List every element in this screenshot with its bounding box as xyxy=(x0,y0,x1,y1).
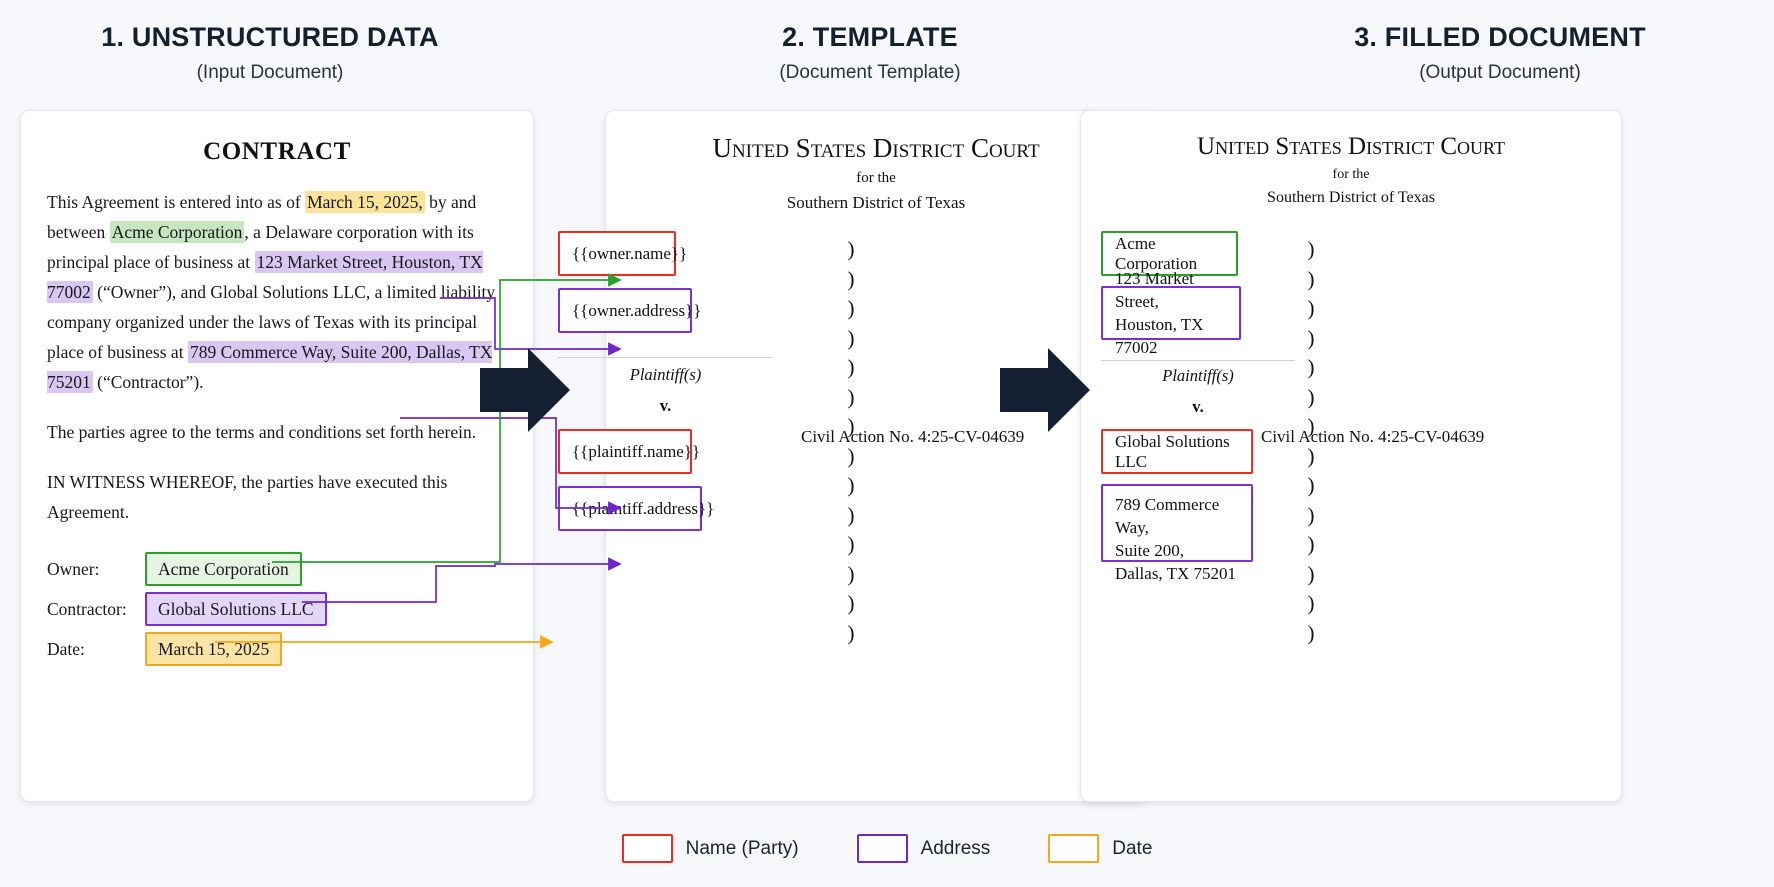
template-field-plaintiff-name[interactable]: {{plaintiff.name}} xyxy=(558,429,700,474)
signature-label: Owner: xyxy=(47,558,100,579)
plaintiff-divider xyxy=(558,357,773,358)
signature-label: Contractor: xyxy=(47,598,127,619)
court-district: Southern District of Texas xyxy=(786,193,966,212)
legend-swatch-name-icon xyxy=(621,834,673,863)
contract-paragraph-1: This Agreement is entered into as of Mar… xyxy=(47,187,515,397)
template-field-plaintiff-address[interactable]: {{plaintiff.address}} xyxy=(558,486,714,531)
owner-value-box: Acme Corporation xyxy=(145,552,302,586)
filled-field-plaintiff-address: 789 Commerce Way, Suite 200, Dallas, TX … xyxy=(1101,484,1253,583)
input-document-panel: CONTRACT This Agreement is entered into … xyxy=(20,110,534,802)
plaintiff-divider xyxy=(1101,360,1295,361)
column-title: 1. UNSTRUCTURED DATA xyxy=(101,22,439,52)
versus-label: v. xyxy=(659,396,672,415)
template-field-owner-address[interactable]: {{owner.address}} xyxy=(558,288,701,333)
template-field-owner-name[interactable]: {{owner.name}} xyxy=(558,231,687,276)
contract-paragraph-3: IN WITNESS WHEREOF, the parties have exe… xyxy=(47,472,448,522)
contract-title: CONTRACT xyxy=(203,138,351,165)
text-run: (“Contractor”). xyxy=(92,372,204,392)
paren-column: ) ) ) ) ) ) ) ) ) ) ) ) ) ) xyxy=(1307,237,1315,645)
output-document-panel: United States District Court for the Sou… xyxy=(1080,110,1622,802)
civil-action-number: Civil Action No. 4:25-CV-04639 xyxy=(801,427,1025,446)
contract-body: This Agreement is entered into as of Mar… xyxy=(47,187,515,547)
filled-field-owner-name: Acme Corporation xyxy=(1101,231,1238,276)
text-run: by and between xyxy=(47,192,477,242)
plaintiff-label: Plaintiff(s) xyxy=(629,365,702,384)
contract-paragraph-2: The parties agree to the terms and condi… xyxy=(47,422,477,442)
legend-label: Date xyxy=(1112,837,1153,859)
signature-row-date: Date: March 15, 2025 xyxy=(47,632,283,666)
plaintiff-label: Plaintiff(s) xyxy=(1162,366,1234,385)
column-subtitle: (Input Document) xyxy=(196,62,344,83)
civil-action-number: Civil Action No. 4:25-CV-04639 xyxy=(1261,427,1485,446)
filled-field-owner-address: 123 Market Street, Houston, TX 77002 xyxy=(1101,269,1241,357)
column-subtitle: (Document Template) xyxy=(779,62,961,83)
legend-label: Name (Party) xyxy=(685,837,799,859)
contractor-value-box: Global Solutions LLC xyxy=(145,592,327,626)
legend: Name (Party) Address Date xyxy=(0,834,1774,863)
date-value-box: March 15, 2025 xyxy=(145,632,283,666)
court-name-title: United States District Court xyxy=(1197,133,1505,160)
legend-item-address: Address xyxy=(856,834,991,863)
column-title: 3. FILLED DOCUMENT xyxy=(1354,22,1646,52)
court-for-the: for the xyxy=(1332,167,1370,182)
column-heading-3: 3. FILLED DOCUMENT (Output Document) xyxy=(1250,22,1750,84)
legend-swatch-address-icon xyxy=(856,834,908,863)
legend-item-name: Name (Party) xyxy=(621,834,799,863)
column-heading-1: 1. UNSTRUCTURED DATA (Input Document) xyxy=(20,22,520,84)
highlight-owner-name: Acme Corporation xyxy=(109,221,245,243)
signature-row-contractor: Contractor: Global Solutions LLC xyxy=(47,592,327,626)
legend-label: Address xyxy=(920,837,991,859)
column-subtitle: (Output Document) xyxy=(1419,62,1581,83)
highlight-date: March 15, 2025, xyxy=(305,191,425,213)
column-title: 2. TEMPLATE xyxy=(782,22,958,52)
court-name-title: United States District Court xyxy=(712,133,1040,163)
legend-swatch-date-icon xyxy=(1048,834,1100,863)
filled-field-plaintiff-name: Global Solutions LLC xyxy=(1101,429,1253,474)
paren-column: ) ) ) ) ) ) ) ) ) ) ) ) ) ) xyxy=(847,237,855,645)
column-heading-2: 2. TEMPLATE (Document Template) xyxy=(620,22,1120,84)
signature-row-owner: Owner: Acme Corporation xyxy=(47,552,302,586)
court-district: Southern District of Texas xyxy=(1267,189,1435,206)
legend-item-date: Date xyxy=(1048,834,1152,863)
court-for-the: for the xyxy=(856,170,896,186)
versus-label: v. xyxy=(1192,397,1204,416)
text-run: , a Delaware corporation with its princi… xyxy=(47,222,474,272)
text-run: This Agreement is entered into as of xyxy=(47,192,306,212)
signature-label: Date: xyxy=(47,638,85,659)
template-document-panel: United States District Court for the Sou… xyxy=(558,110,1147,802)
